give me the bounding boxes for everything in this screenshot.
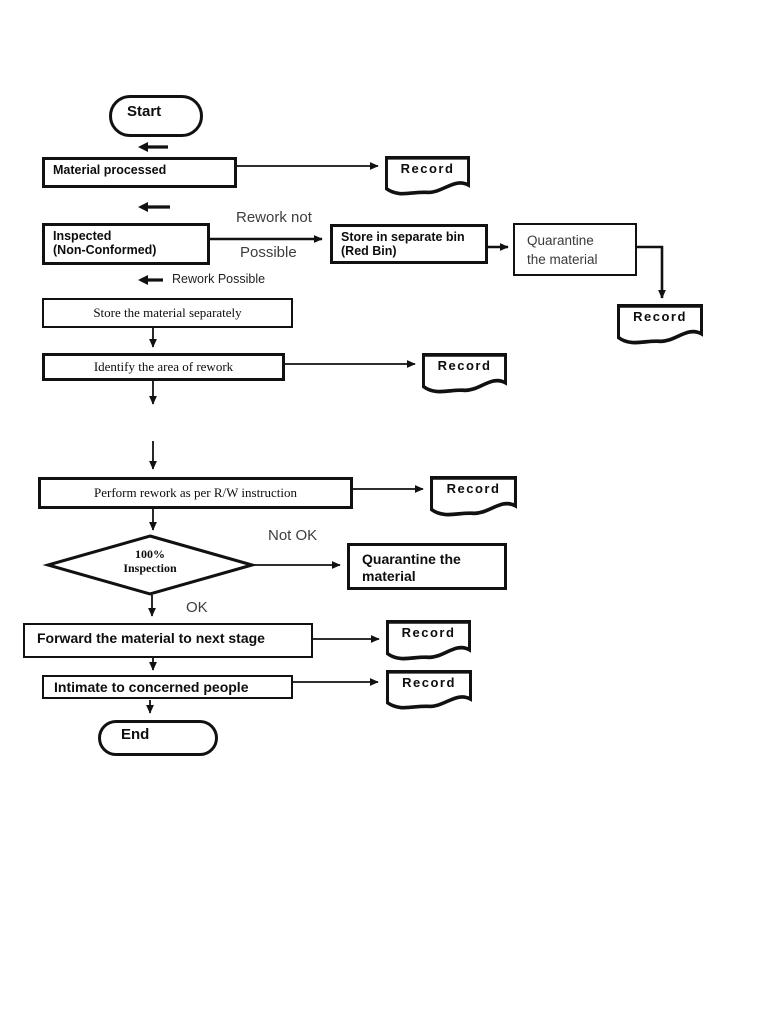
inspected-line1: Inspected — [53, 229, 112, 243]
material-processed-node: Material processed — [42, 157, 237, 188]
ok-label: OK — [186, 599, 208, 616]
store-bin-line2: (Red Bin) — [341, 243, 397, 258]
quarantine-notok-node: Quarantine the material — [347, 543, 507, 590]
record-doc-shape — [386, 670, 472, 710]
quarantine-top-line2: the material — [527, 252, 598, 267]
intimate-node: Intimate to concerned people — [42, 675, 293, 699]
end-node: End — [98, 720, 218, 756]
record-label: Record — [402, 675, 456, 690]
start-label: Start — [127, 103, 162, 120]
inspected-node: Inspected (Non-Conformed) — [42, 223, 210, 265]
record-doc-5: Record — [386, 620, 471, 661]
store-separately-label: Store the material separately — [93, 305, 242, 321]
record-label: Record — [446, 481, 501, 496]
record-label: Record — [401, 625, 456, 640]
record-doc-6: Record — [386, 670, 472, 710]
rework-not-label-line1: Rework not — [236, 209, 312, 226]
quarantine-top-line1: Quarantine — [527, 233, 594, 248]
store-bin-node: Store in separate bin (Red Bin) — [330, 224, 488, 264]
decision-diamond — [42, 534, 258, 596]
left-arrow-material-inspected — [138, 202, 170, 212]
record-doc-shape — [386, 620, 471, 661]
material-processed-label: Material processed — [53, 163, 167, 177]
record-doc-1: Record — [385, 156, 470, 196]
record-doc-2: Record — [617, 304, 703, 345]
record-doc-shape — [617, 304, 703, 345]
left-arrow-rework-possible — [138, 275, 163, 285]
decision-label: 100% Inspection — [100, 547, 200, 576]
perform-label: Perform rework as per R/W instruction — [93, 485, 298, 501]
quarantine-notok-line1: Quarantine the — [362, 551, 461, 567]
start-node: Start — [109, 95, 203, 137]
identify-label: Identify the area of rework — [93, 359, 234, 375]
end-label: End — [121, 726, 150, 743]
record-doc-4: Record — [430, 476, 517, 517]
record-label: Record — [633, 309, 687, 324]
edge-quarantine-to-record — [637, 245, 666, 299]
rework-possible-label: Rework Possible — [172, 272, 266, 286]
record-label: Record — [437, 358, 492, 373]
identify-node: Identify the area of rework — [42, 353, 285, 381]
record-doc-shape — [422, 353, 507, 394]
not-ok-label: Not OK — [268, 527, 318, 544]
inspected-line2: (Non-Conformed) — [53, 242, 157, 257]
rework-not-label-line2: Possible — [240, 244, 297, 261]
record-doc-shape — [430, 476, 517, 517]
perform-node: Perform rework as per R/W instruction — [38, 477, 353, 509]
store-separately-node: Store the material separately — [42, 298, 293, 328]
record-label: Record — [400, 161, 455, 176]
intimate-label: Intimate to concerned people — [54, 679, 249, 695]
decision-line2: Inspection — [123, 561, 177, 575]
record-doc-3: Record — [422, 353, 507, 394]
decision-line1: 100% — [135, 547, 165, 561]
left-arrow-start-material — [138, 142, 168, 152]
store-bin-line1: Store in separate bin — [341, 230, 465, 244]
quarantine-top-node: Quarantine the material — [513, 223, 637, 276]
forward-node: Forward the material to next stage — [23, 623, 313, 658]
forward-label: Forward the material to next stage — [37, 630, 265, 646]
record-doc-shape — [385, 156, 470, 196]
quarantine-notok-line2: material — [362, 567, 416, 584]
